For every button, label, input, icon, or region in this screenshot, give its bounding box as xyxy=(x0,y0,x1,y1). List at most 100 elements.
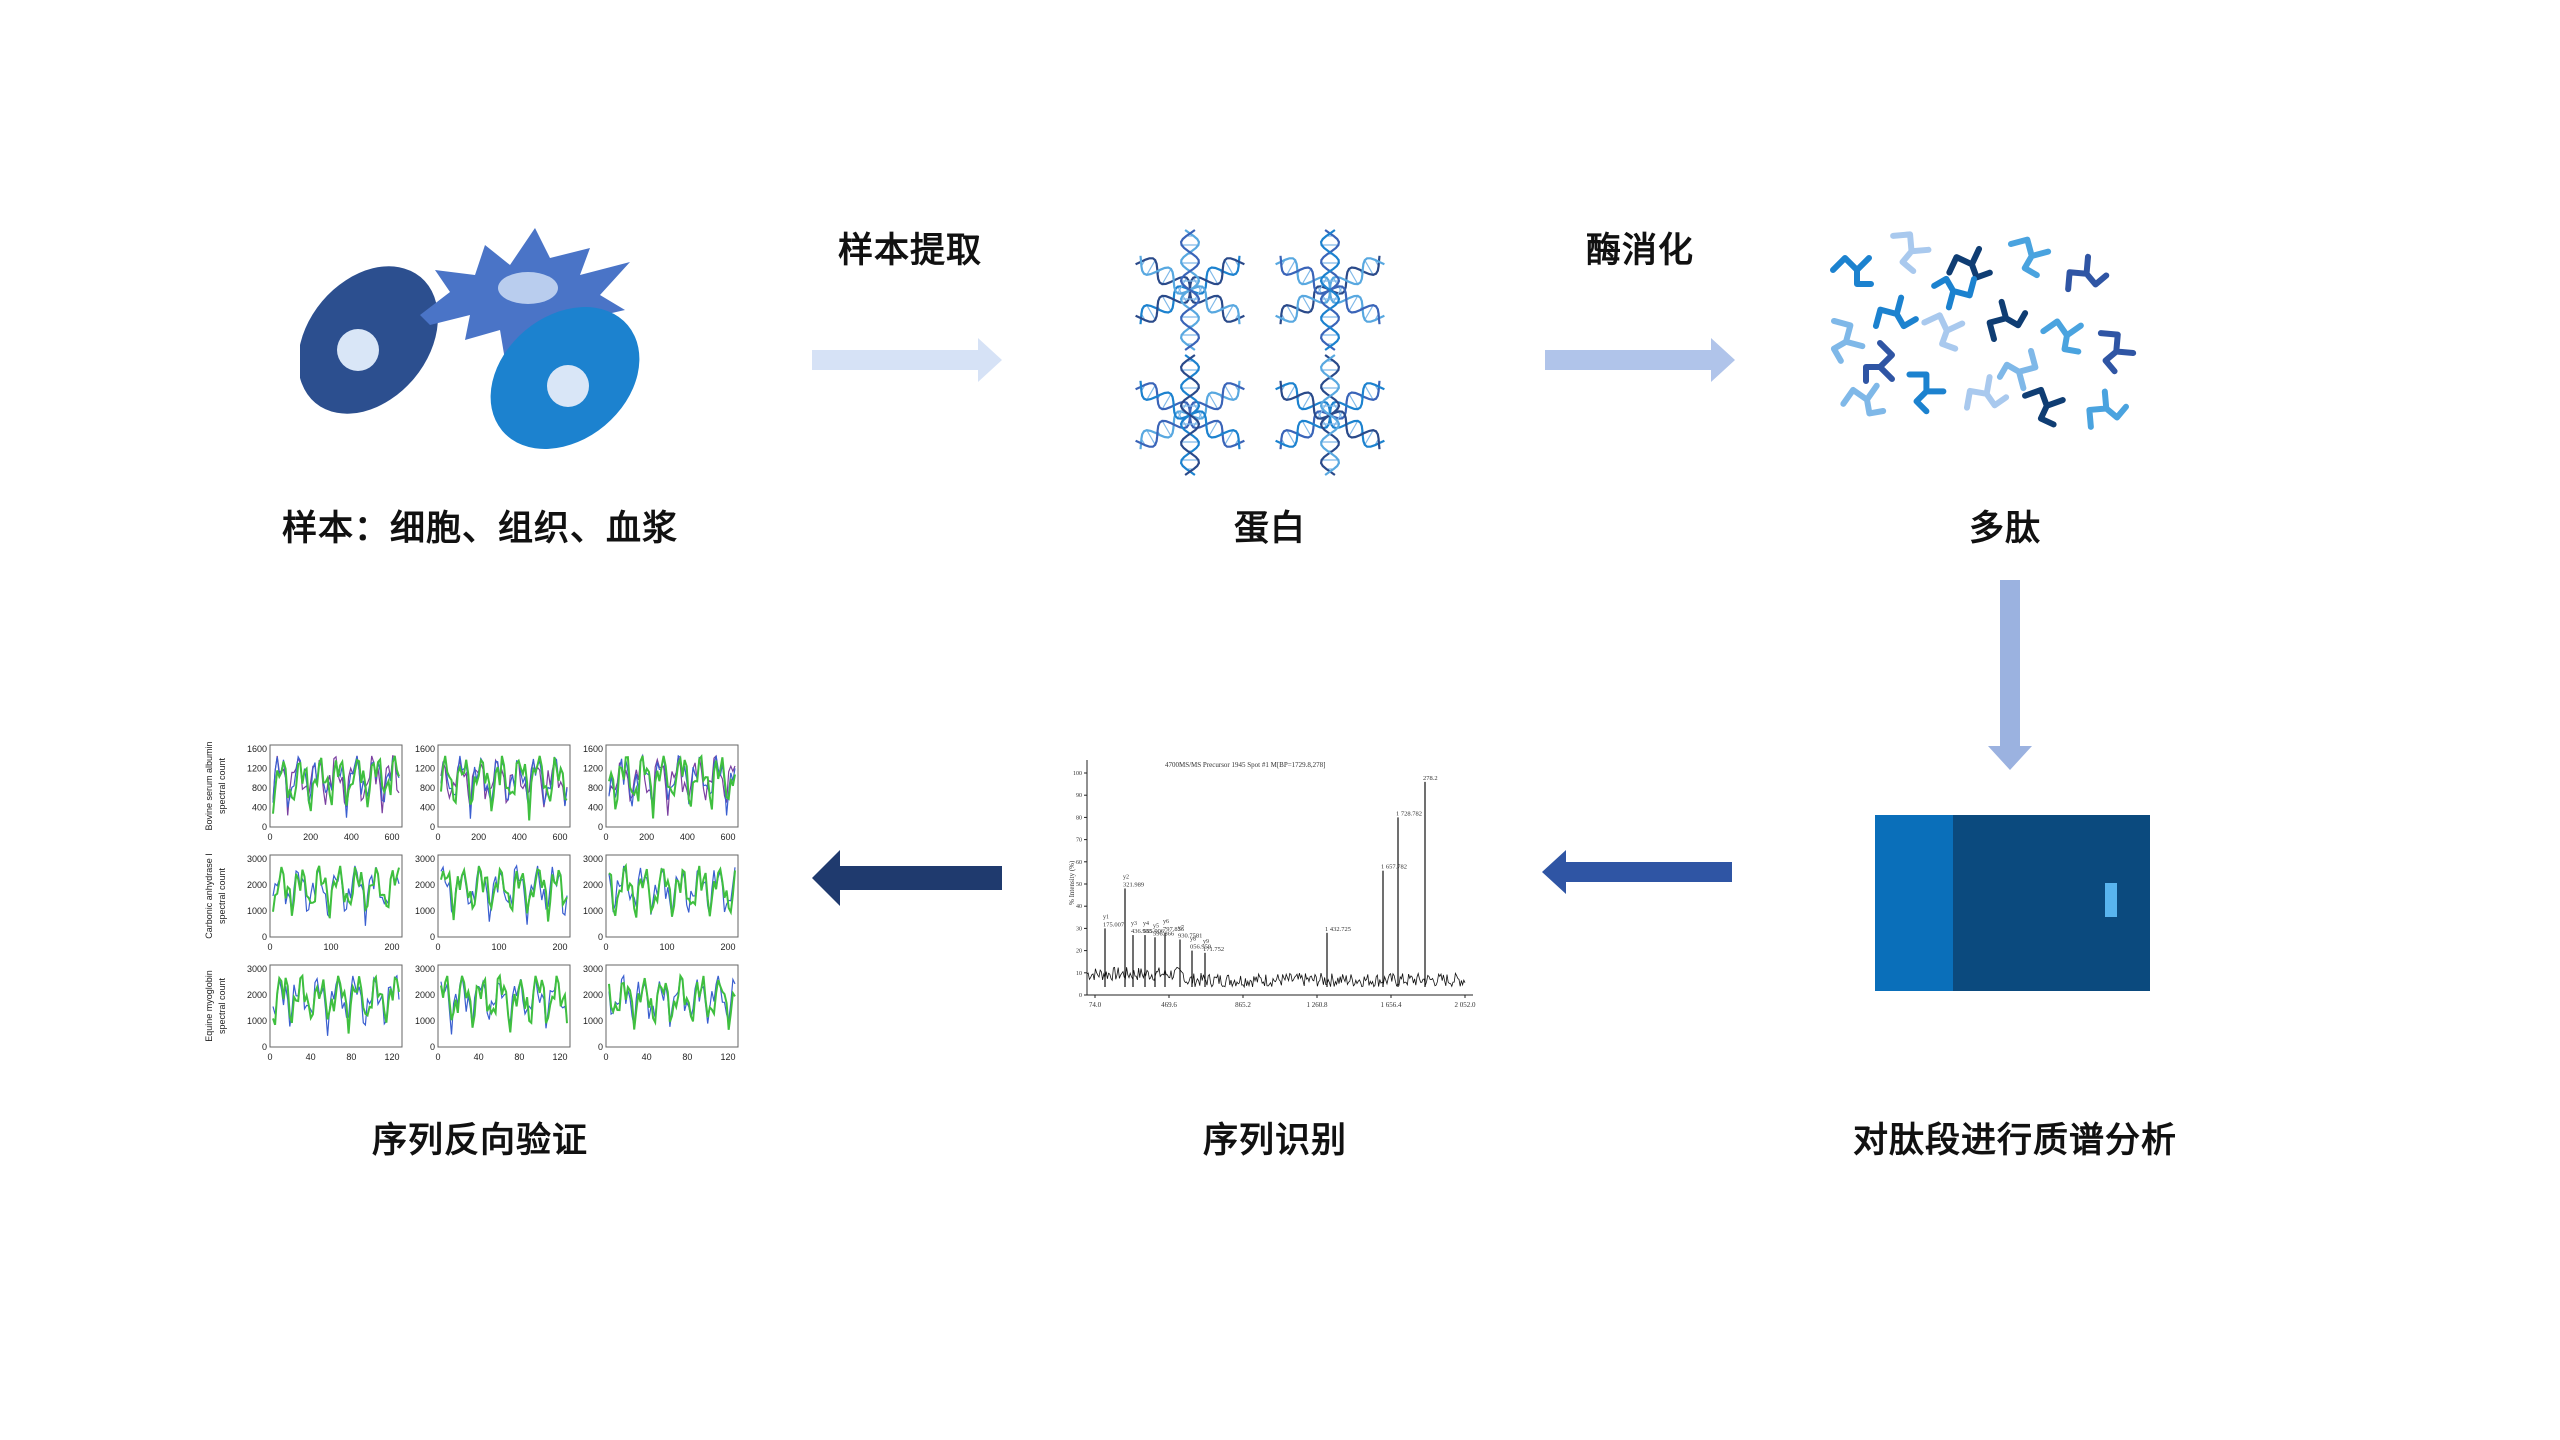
panel-xtick: 600 xyxy=(552,832,567,842)
label-extraction: 样本提取 xyxy=(837,231,982,271)
peptide-fragment xyxy=(2097,330,2137,375)
spectrum-peak-value: 565.906 xyxy=(1143,928,1165,935)
panel-ylabel: spectral count xyxy=(217,757,227,814)
peptide-fragment xyxy=(2086,388,2130,430)
panel-ytick: 0 xyxy=(262,822,267,832)
panel-ytick: 1000 xyxy=(247,1016,267,1026)
panel-xtick: 100 xyxy=(659,942,674,952)
panel-row-label: Carbonic anhydrase I xyxy=(204,853,214,939)
peptide-fragment xyxy=(2040,318,2084,355)
panel-ytick: 1600 xyxy=(415,744,435,754)
panel-ytick: 2000 xyxy=(415,990,435,1000)
panel-series-line xyxy=(272,755,400,814)
panel-ytick: 0 xyxy=(262,1042,267,1052)
peptide-fragment xyxy=(1890,231,1932,275)
panel-ytick: 400 xyxy=(252,803,267,813)
spectrum-xtick: 1 656.4 xyxy=(1381,1001,1403,1009)
peptide-fragment xyxy=(1872,294,1919,330)
arrow-down xyxy=(1988,580,2032,770)
spectrum-peak-label: y5 xyxy=(1153,923,1159,929)
spectrum-ytick: 80 xyxy=(1076,815,1082,821)
peptide-fragment xyxy=(1996,347,2039,392)
panel-xtick: 80 xyxy=(682,1052,692,1062)
panel-xtick: 0 xyxy=(267,832,272,842)
panel-ylabel: spectral count xyxy=(217,977,227,1034)
peptide-fragment xyxy=(1830,255,1874,287)
spectrum-ytick: 40 xyxy=(1076,904,1082,910)
panel-xtick: 80 xyxy=(346,1052,356,1062)
panel-ytick: 1000 xyxy=(583,906,603,916)
arrow-digestion xyxy=(1545,338,1735,382)
spectrum-peak-label: y1 xyxy=(1103,914,1109,920)
panel-ytick: 3000 xyxy=(583,964,603,974)
spectrum-xtick: 2 052.0 xyxy=(1455,1001,1477,1009)
panel-ytick: 1600 xyxy=(247,744,267,754)
panel-series-line xyxy=(608,862,736,918)
panel-ytick: 2000 xyxy=(583,880,603,890)
label-reverse-validation: 序列反向验证 xyxy=(371,1121,588,1161)
panel-ytick: 400 xyxy=(588,803,603,813)
spectrum-peak-label: y8 xyxy=(1190,937,1196,943)
spectrum-peak-label: y2 xyxy=(1123,874,1129,880)
spectrum-ytick: 70 xyxy=(1076,838,1082,844)
panel-ytick: 0 xyxy=(430,932,435,942)
panel-xtick: 200 xyxy=(552,942,567,952)
panel-xtick: 400 xyxy=(344,832,359,842)
panel-xtick: 0 xyxy=(435,942,440,952)
spectrum-ytick: 10 xyxy=(1076,971,1082,977)
panel-xtick: 400 xyxy=(680,832,695,842)
panel-ytick: 1000 xyxy=(415,906,435,916)
spectrum-peak-value: 930.7581 xyxy=(1178,933,1202,940)
panel-xtick: 200 xyxy=(384,942,399,952)
peptide-fragment xyxy=(1921,312,1966,352)
peptide-illustration xyxy=(1825,230,2145,440)
peptide-fragment xyxy=(1931,275,1978,311)
panel-xtick: 100 xyxy=(491,942,506,952)
panel-series-line xyxy=(272,865,400,919)
peptide-fragment xyxy=(2065,253,2110,293)
panel-ytick: 3000 xyxy=(415,854,435,864)
panel-xtick: 40 xyxy=(642,1052,652,1062)
panel-row-label: Bovine serum albumin xyxy=(204,741,214,830)
label-peptide: 多肽 xyxy=(1968,509,2041,549)
panel-ytick: 800 xyxy=(588,783,603,793)
protein-cluster xyxy=(1135,354,1245,476)
panel-xtick: 0 xyxy=(267,1052,272,1062)
peptide-fragment xyxy=(1963,374,2010,411)
spectrum-ytick: 50 xyxy=(1076,882,1082,888)
arrow-left-validation xyxy=(812,850,1002,906)
panel-series-line xyxy=(608,753,736,816)
panel-ytick: 400 xyxy=(420,803,435,813)
panel-xtick: 200 xyxy=(471,832,486,842)
spectrum-ytick: 60 xyxy=(1076,860,1082,866)
spectrum-peak-value: 175.007 xyxy=(1103,921,1125,928)
spectrum-ytick: 20 xyxy=(1076,949,1082,955)
panel-series-line xyxy=(272,973,400,1034)
panel-series-line xyxy=(440,755,568,821)
peptide-fragment xyxy=(1830,317,1866,364)
peptide-fragment xyxy=(1946,245,1993,281)
spectrum-peak-label: y3 xyxy=(1131,921,1137,927)
panel-ytick: 1600 xyxy=(583,744,603,754)
spectrum-peak-value: 171.752 xyxy=(1203,946,1224,953)
spectrum-peak-value: 278.2 xyxy=(1423,775,1438,782)
spectrum-peak-value: 1 432.725 xyxy=(1325,926,1351,933)
panel-series-line xyxy=(608,754,736,819)
panel-series-line xyxy=(608,973,736,1030)
panel-row-label: Equine myoglobin xyxy=(204,970,214,1042)
label-protein: 蛋白 xyxy=(1233,509,1306,549)
spectrum-xtick: 865.2 xyxy=(1235,1001,1251,1009)
panel-series-line xyxy=(440,865,568,922)
panel-xtick: 0 xyxy=(603,832,608,842)
panel-ytick: 1200 xyxy=(247,764,267,774)
panel-ytick: 1200 xyxy=(583,764,603,774)
panel-ytick: 1200 xyxy=(415,764,435,774)
peptide-fragment xyxy=(2022,386,2066,428)
panel-ytick: 800 xyxy=(420,783,435,793)
